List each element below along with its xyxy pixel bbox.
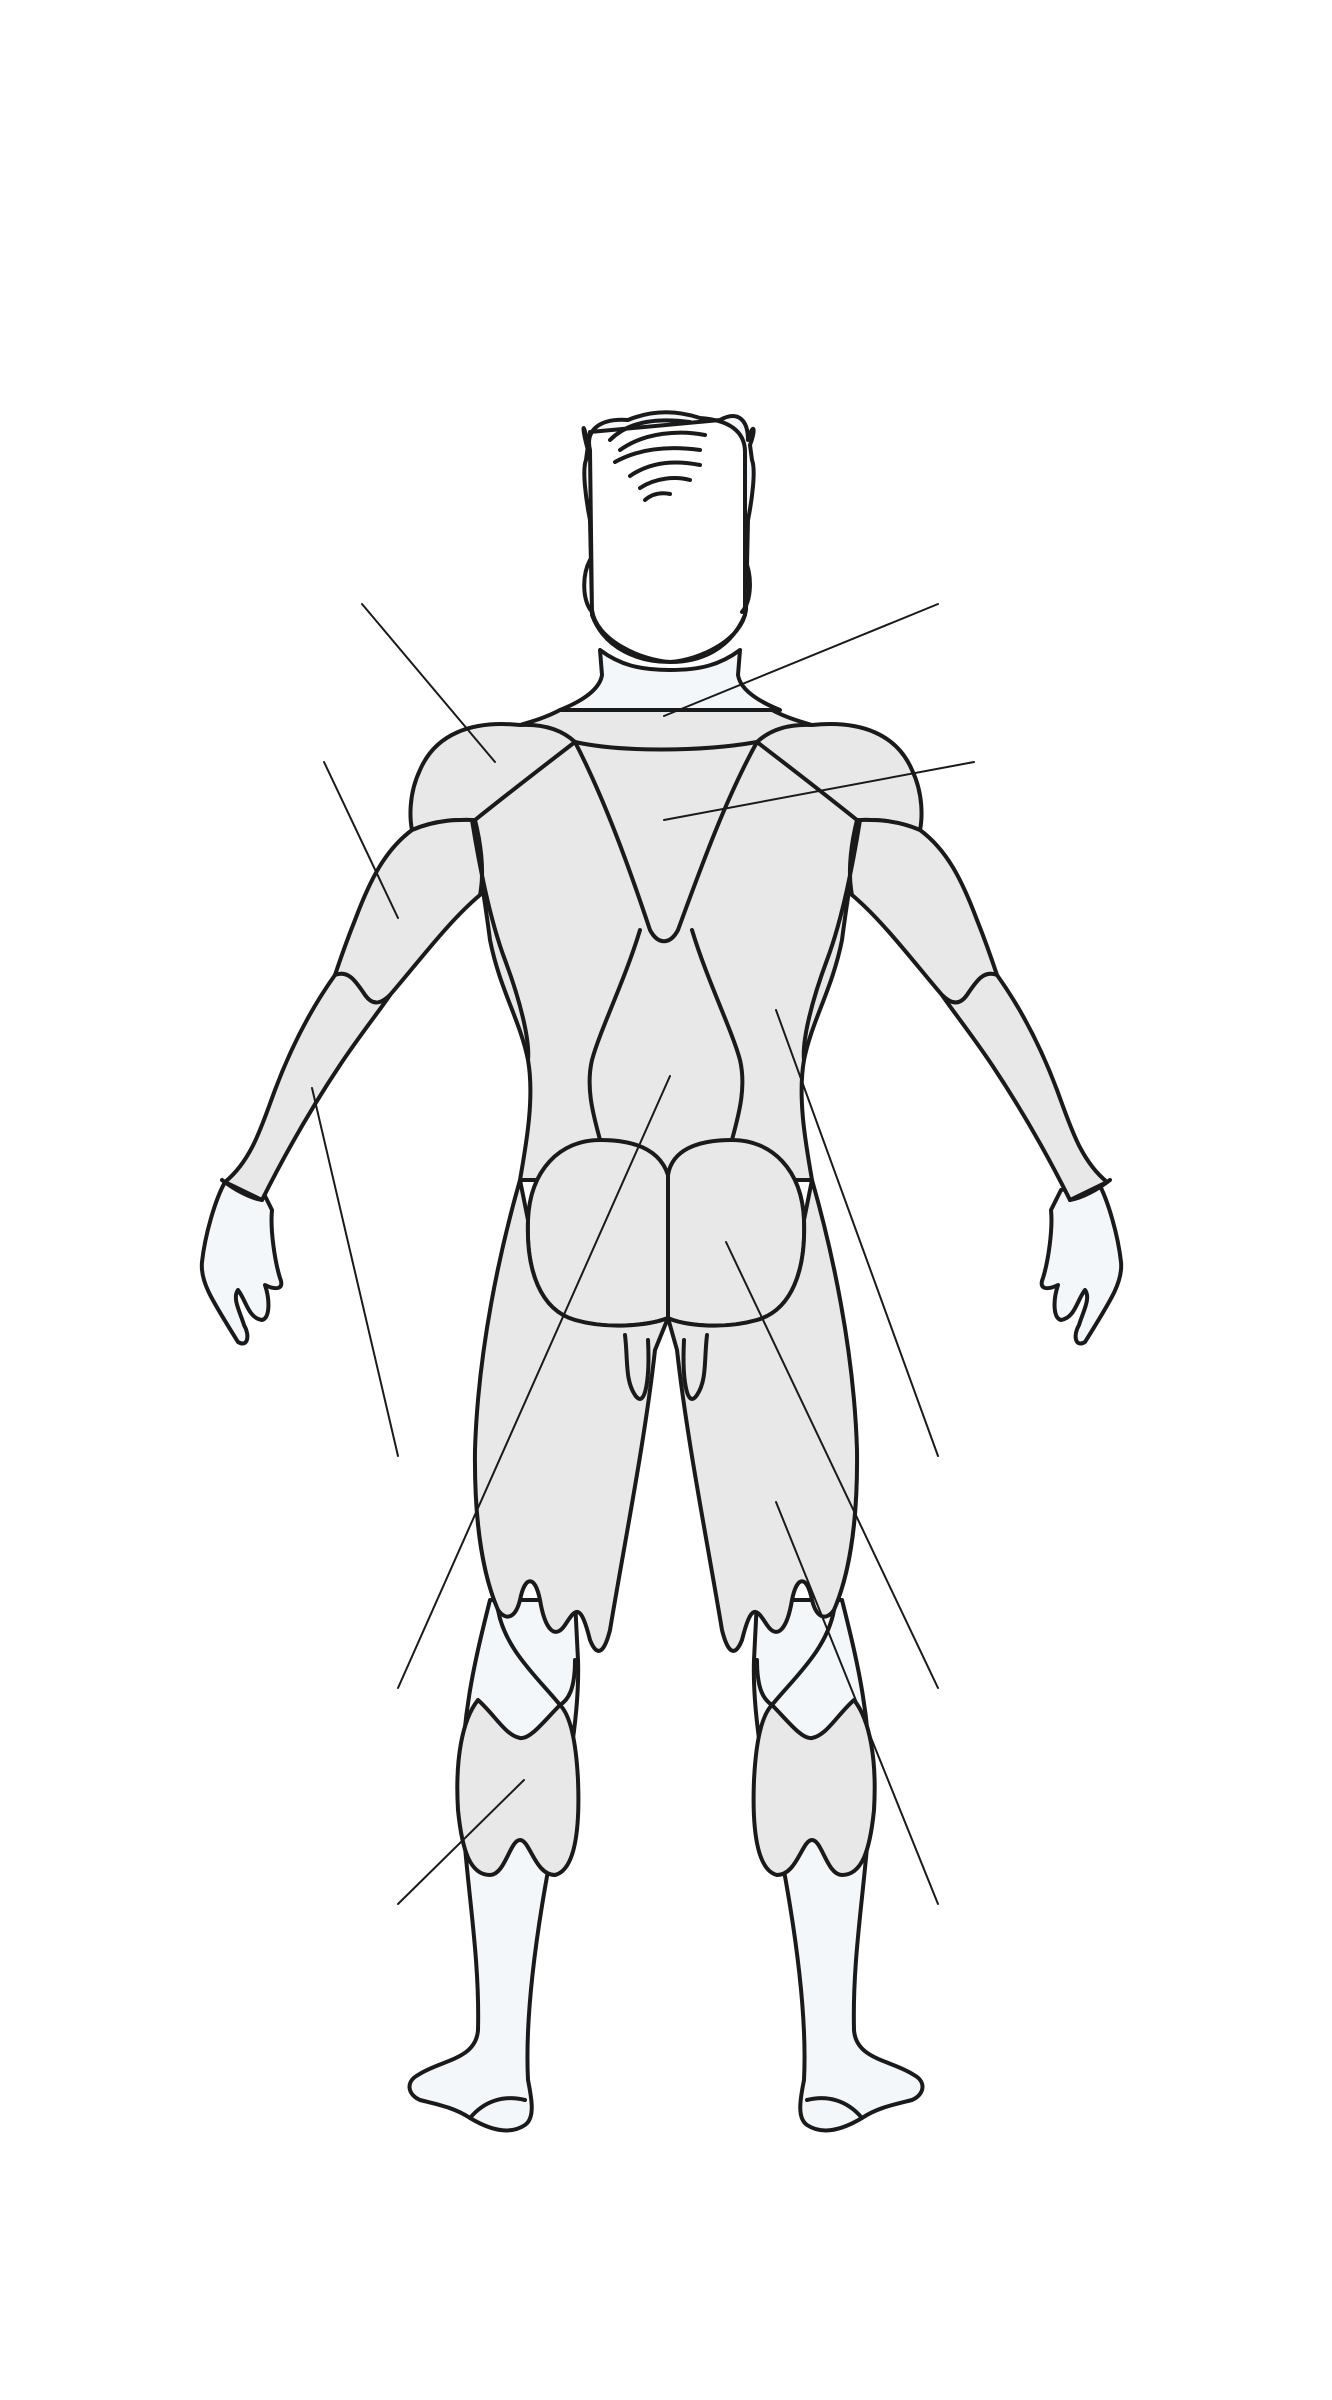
left-hand [202, 1182, 282, 1344]
neck [560, 650, 780, 710]
leader-line-3 [312, 1088, 398, 1456]
muscle-regions [225, 710, 1107, 1875]
left-upper-arm [335, 820, 482, 1003]
left-forearm [225, 974, 390, 1200]
right-glute [668, 1140, 804, 1326]
left-glute [528, 1140, 668, 1326]
right-forearm [942, 974, 1107, 1200]
torso-muscle [472, 710, 860, 1180]
leader-line-1 [362, 604, 495, 762]
hair-strokes [610, 420, 705, 500]
leader-line-2 [324, 762, 398, 918]
ears [584, 560, 750, 612]
leader-line-6 [664, 604, 938, 716]
right-hand [1042, 1182, 1122, 1344]
right-upper-arm [850, 820, 997, 1003]
